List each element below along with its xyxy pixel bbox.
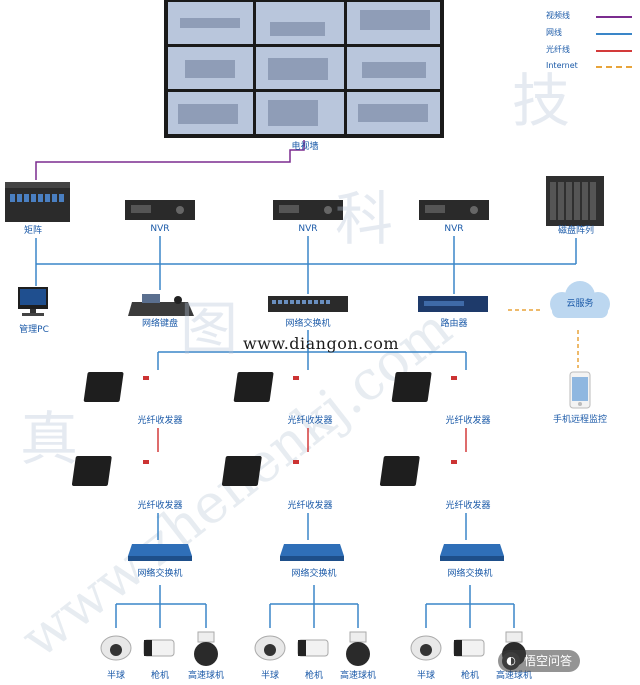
nvr-label-2: NVR — [298, 224, 318, 234]
video-wall — [164, 0, 444, 138]
watermark-char: 真 — [20, 405, 79, 473]
matrix-label: 矩阵 — [23, 226, 43, 236]
network-bus-middle — [157, 330, 467, 370]
cloud-label: 云服务 — [566, 299, 594, 309]
watermark-char: 技 — [512, 67, 571, 135]
access-switch-3 — [440, 544, 504, 561]
camera-label: 半球 — [260, 671, 280, 681]
fiber-lines — [157, 428, 467, 452]
watermark-char: 图 — [180, 295, 239, 363]
admin-pc-label: 管理PC — [19, 325, 49, 335]
nvr-device-1 — [125, 200, 195, 220]
access-switch-2 — [280, 544, 344, 561]
bullet-camera-3 — [453, 639, 485, 657]
fiber-transceiver-top-3 — [391, 372, 457, 402]
speed-dome-camera-2 — [346, 631, 370, 666]
camera-label: 高速球机 — [187, 671, 225, 681]
camera-label: 高速球机 — [339, 671, 377, 681]
camera-label: 枪机 — [150, 671, 170, 681]
legend-line-fiber — [596, 50, 632, 52]
internet-lines — [508, 309, 579, 368]
access-switch-label-3: 网络交换机 — [447, 569, 493, 579]
disk-array-label: 磁盘阵列 — [557, 226, 595, 236]
camera-label: 枪机 — [304, 671, 324, 681]
nvr-label-1: NVR — [150, 224, 170, 234]
fiber-label-bottom-1: 光纤收发器 — [137, 501, 183, 511]
watermark-char: 科 — [335, 185, 394, 253]
legend-line-network — [596, 33, 632, 35]
watermark-url: www.diangon.com — [243, 334, 400, 353]
disk-array-device — [546, 176, 604, 226]
router-label: 路由器 — [440, 319, 468, 329]
legend-line-internet — [596, 66, 632, 68]
network-keyboard — [128, 294, 194, 316]
cloud-icon — [550, 281, 610, 318]
router-device — [418, 296, 488, 312]
fiber-transceiver-bottom-2 — [221, 456, 299, 486]
video-wall-label: 电视墙 — [291, 142, 319, 152]
phone-icon — [569, 371, 591, 409]
phone-label: 手机远程监控 — [552, 415, 608, 425]
camera-label: 半球 — [416, 671, 436, 681]
bullet-camera-2 — [297, 639, 329, 657]
admin-pc — [18, 287, 48, 316]
access-switch-label-1: 网络交换机 — [137, 569, 183, 579]
fiber-transceiver-bottom-3 — [379, 456, 457, 486]
badge-text: 悟空问答 — [524, 654, 573, 668]
network-bus-upper — [35, 236, 577, 294]
network-lines-to-cameras — [115, 585, 515, 628]
fiber-transceiver-bottom-1 — [71, 456, 149, 486]
nvr-label-3: NVR — [444, 224, 464, 234]
dome-camera-2 — [254, 635, 286, 661]
legend-label-network: 网线 — [546, 28, 562, 37]
legend-line-video — [596, 16, 632, 18]
nvr-device-2 — [273, 200, 343, 220]
network-keyboard-label: 网络键盘 — [141, 319, 179, 329]
fiber-label-bottom-3: 光纤收发器 — [445, 501, 491, 511]
fiber-label-top-3: 光纤收发器 — [445, 416, 491, 426]
camera-label: 高速球机 — [495, 671, 533, 681]
camera-label: 半球 — [106, 671, 126, 681]
fiber-label-top-2: 光纤收发器 — [287, 416, 333, 426]
bullet-camera-1 — [143, 639, 175, 657]
video-line — [35, 140, 305, 180]
dome-camera-3 — [410, 635, 442, 661]
core-switch-label: 网络交换机 — [285, 319, 331, 329]
legend-label-fiber: 光纤线 — [546, 45, 570, 54]
camera-label: 枪机 — [460, 671, 480, 681]
fiber-transceiver-top-2 — [233, 372, 299, 402]
dome-camera-1 — [100, 635, 132, 661]
wukong-badge: ◐ 悟空问答 — [498, 650, 581, 672]
fiber-transceiver-top-1 — [83, 372, 149, 402]
fiber-label-top-1: 光纤收发器 — [137, 416, 183, 426]
wukong-logo-icon: ◐ — [502, 652, 520, 670]
access-switch-1 — [128, 544, 192, 561]
legend-label-internet: Internet — [546, 61, 578, 70]
matrix-device — [5, 182, 70, 222]
network-lines-to-switches — [157, 513, 467, 540]
core-switch — [268, 296, 348, 312]
access-switch-label-2: 网络交换机 — [291, 569, 337, 579]
fiber-label-bottom-2: 光纤收发器 — [287, 501, 333, 511]
nvr-device-3 — [419, 200, 489, 220]
legend-label-video: 视频线 — [546, 11, 570, 20]
speed-dome-camera-1 — [194, 631, 218, 666]
